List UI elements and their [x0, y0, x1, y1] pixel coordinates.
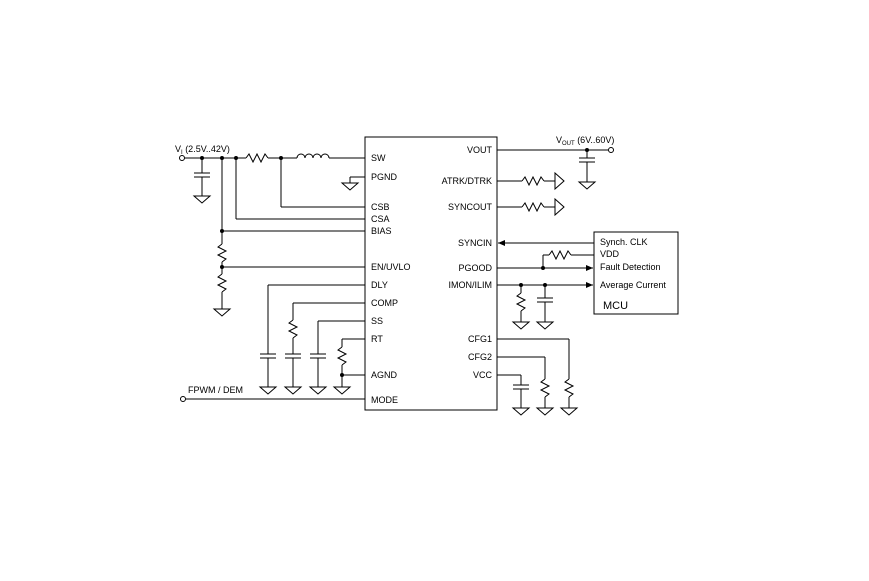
ic-body	[364, 136, 498, 411]
output-rail	[497, 149, 608, 178]
mcu-avg-current: Average Current	[600, 280, 666, 290]
mcu-sync-clk: Synch. CLK	[600, 237, 648, 247]
output-terminal	[608, 147, 614, 153]
ground-icon	[560, 401, 578, 416]
output-voltage-label: VOUT (6V..60V)	[556, 135, 614, 147]
pin-en-uvlo: EN/UVLO	[371, 262, 411, 272]
pin-comp: COMP	[371, 298, 398, 308]
mode-terminal	[180, 396, 186, 402]
pin-csa: CSA	[371, 214, 390, 224]
pin-agnd: AGND	[371, 370, 398, 380]
input-terminal	[179, 155, 185, 161]
input-rail	[185, 152, 365, 305]
ground-icon	[333, 380, 351, 395]
input-voltage-label: VI (2.5V..42V)	[175, 144, 230, 156]
mcu-box	[593, 231, 679, 315]
pin-pgood: PGOOD	[458, 263, 492, 273]
right-upper-network	[497, 171, 565, 217]
ground-icon	[536, 401, 554, 416]
pin-cfg2: CFG2	[468, 352, 492, 362]
mcu-connections	[497, 240, 594, 318]
ground-icon	[512, 401, 530, 416]
mcu-vdd: VDD	[600, 249, 620, 259]
pin-ss: SS	[371, 316, 383, 326]
pin-syncin: SYNCIN	[458, 238, 492, 248]
ground-icon	[536, 315, 554, 330]
ground-icon	[341, 176, 359, 191]
pin-syncout: SYNCOUT	[448, 202, 493, 212]
pin-mode: MODE	[371, 395, 398, 405]
mcu-fault: Fault Detection	[600, 262, 661, 272]
left-lower-network	[186, 284, 365, 400]
pin-cfg1: CFG1	[468, 334, 492, 344]
pin-rt: RT	[371, 334, 383, 344]
mode-input-label: FPWM / DEM	[188, 385, 243, 395]
pin-bias: BIAS	[371, 226, 392, 236]
pin-dly: DLY	[371, 280, 388, 290]
pin-vcc: VCC	[473, 370, 493, 380]
pin-csb: CSB	[371, 202, 390, 212]
ground-icon	[512, 315, 530, 330]
ground-icon	[259, 380, 277, 395]
pin-pgnd: PGND	[371, 172, 398, 182]
pin-vout: VOUT	[467, 145, 493, 155]
ground-icon	[193, 189, 211, 204]
ground-icon	[284, 380, 302, 395]
right-lower-network	[497, 338, 575, 404]
pin-sw: SW	[371, 153, 386, 163]
ground-icon	[309, 380, 327, 395]
ground-icon	[578, 175, 596, 190]
pin-atrk-dtrk: ATRK/DTRK	[442, 176, 492, 186]
mcu-title: MCU	[603, 300, 628, 312]
pin-imon-ilim: IMON/ILIM	[448, 280, 492, 290]
ground-icon	[213, 302, 231, 317]
